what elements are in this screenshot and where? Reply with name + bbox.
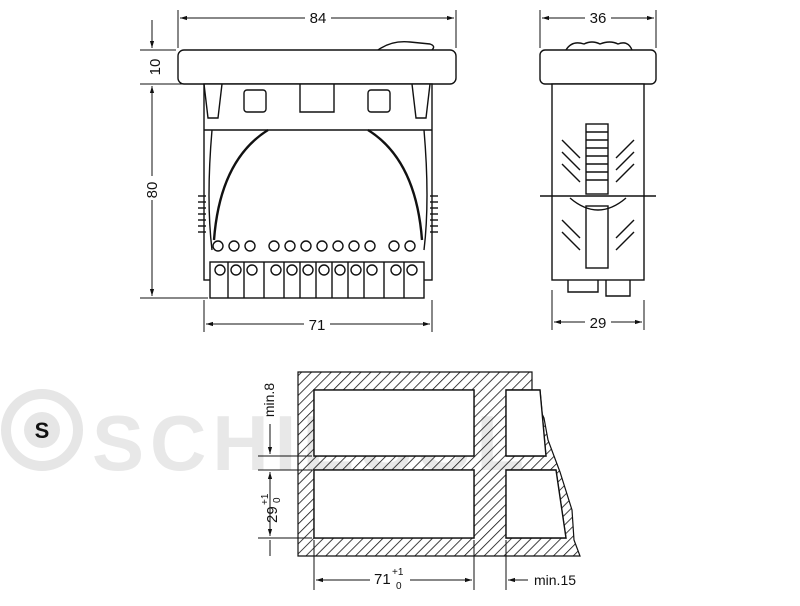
dim-front-width: 84	[310, 10, 327, 27]
front-clip-right	[411, 83, 431, 119]
front-terminal-cells	[214, 262, 418, 298]
cutout-side-lower	[505, 469, 567, 539]
side-spring-column	[585, 123, 609, 195]
dim-cutout-width-base: 71	[374, 571, 391, 588]
front-housing	[203, 83, 433, 281]
front-spring-left	[208, 129, 213, 251]
front-spring-right	[423, 129, 428, 251]
dim-cutout-side-gap: min.15	[534, 572, 576, 588]
side-foot-left	[567, 280, 599, 293]
side-chevrons	[561, 139, 635, 251]
dim-bezel-height: 10	[147, 59, 164, 76]
dim-cutout-width-tol-upper: +1	[392, 567, 404, 578]
front-view	[177, 40, 457, 299]
front-slot-left	[243, 89, 267, 113]
cutout-upper	[313, 389, 475, 457]
dim-cutout-width: 71 +1 0	[374, 567, 404, 592]
side-bezel	[539, 49, 657, 85]
watermark-logo-icon: S	[1, 389, 83, 471]
dim-cutout-gap: min.8	[261, 383, 277, 417]
dim-side-width: 36	[590, 10, 607, 27]
side-spring-ribs	[586, 131, 608, 181]
dim-body-width: 71	[309, 317, 326, 334]
side-foot-right	[605, 280, 631, 297]
side-clamp-arc	[569, 197, 627, 211]
dim-body-height: 80	[144, 182, 161, 199]
side-clamp-column	[585, 205, 609, 269]
side-housing	[551, 83, 645, 281]
cutout-lower	[313, 469, 475, 539]
watermark-logo-glyph: S	[35, 418, 50, 443]
dim-cutout-height-base: 29	[264, 506, 281, 523]
front-center-notch	[299, 84, 335, 113]
dim-cutout-height-tol-lower: 0	[272, 497, 283, 503]
front-slot-right	[367, 89, 391, 113]
dim-cutout-height-tol-upper: +1	[260, 493, 271, 505]
front-serration-right	[430, 195, 438, 233]
front-arc-right	[367, 128, 424, 241]
front-arc-left	[212, 128, 269, 241]
panel-cutout	[297, 371, 581, 557]
front-bezel	[177, 49, 457, 85]
cutout-side-upper	[505, 389, 547, 457]
front-clip-left	[203, 83, 223, 119]
dim-cutout-width-tol-lower: 0	[396, 581, 402, 592]
front-serration-left	[198, 195, 206, 233]
front-bezel-key	[377, 40, 435, 51]
dim-cutout-height: 29 +1 0	[260, 493, 283, 523]
front-terminal-screws	[212, 240, 416, 252]
side-bezel-buttons	[565, 41, 633, 51]
front-terminal-block	[209, 261, 425, 299]
dim-side-body-width: 29	[590, 315, 607, 332]
side-view	[539, 41, 657, 297]
